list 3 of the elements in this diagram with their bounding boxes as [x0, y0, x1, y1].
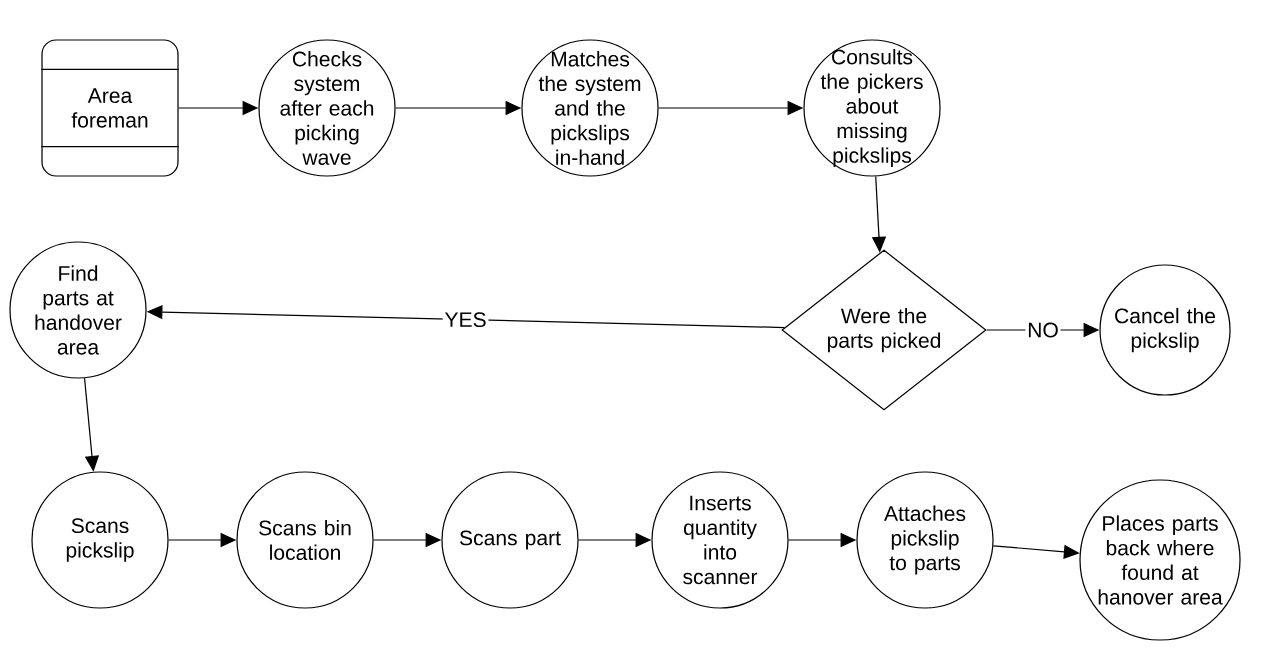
edge-label: YES — [442, 310, 489, 329]
edge-label: NO — [1025, 320, 1061, 340]
actor-box: Area foreman — [40, 39, 180, 177]
